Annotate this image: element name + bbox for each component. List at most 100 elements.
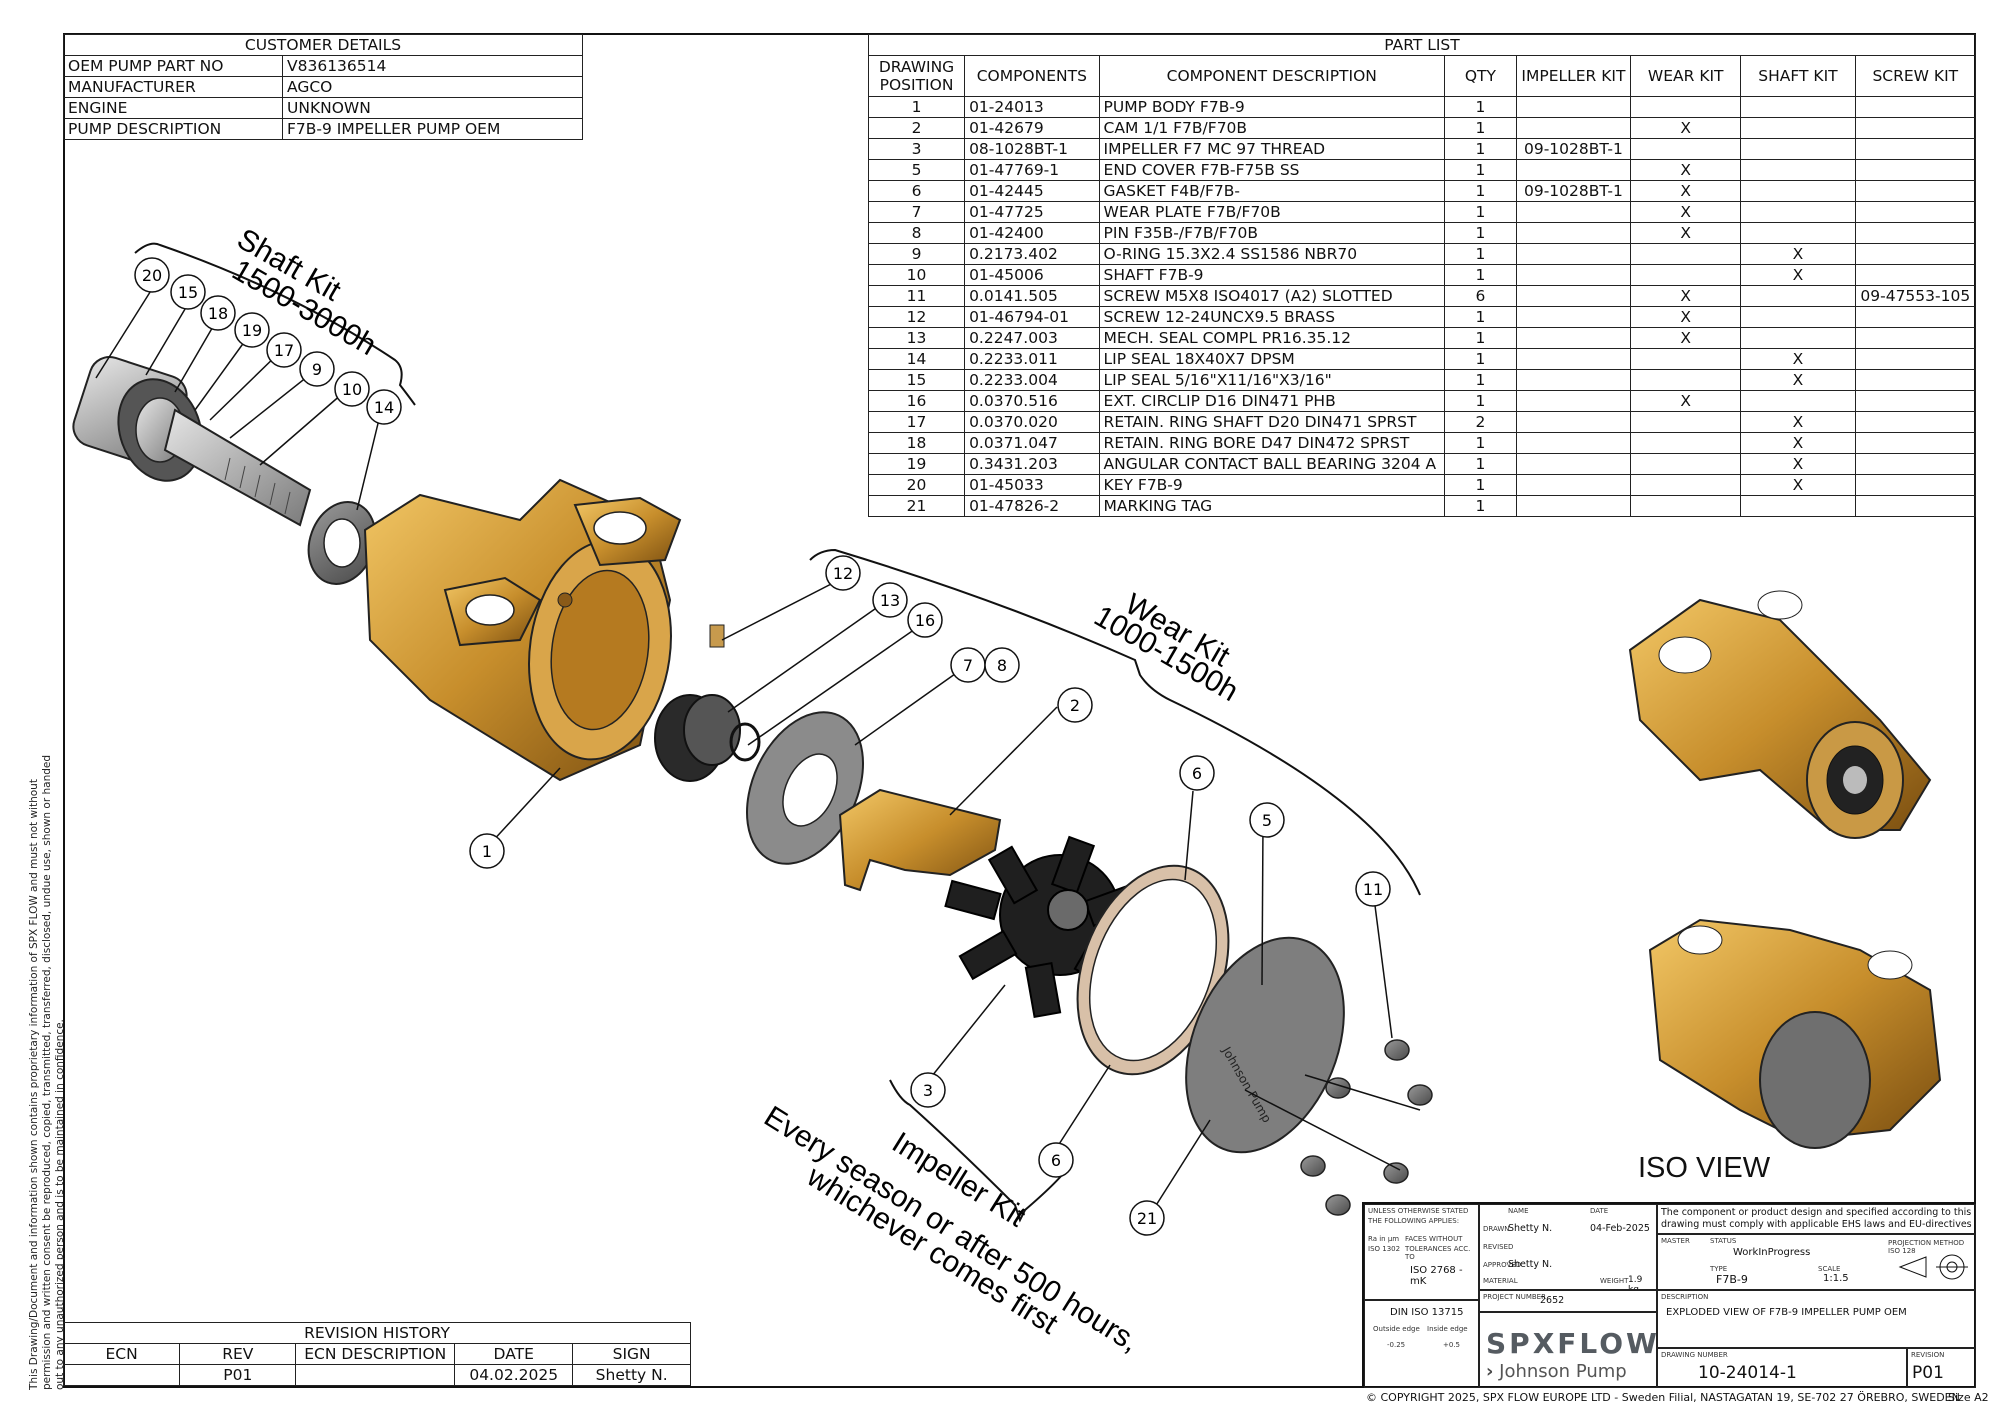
callout-bubble: 9 <box>299 351 335 387</box>
status-value: WorkInProgress <box>1733 1247 1811 1258</box>
description-block: DESCRIPTION EXPLODED VIEW OF F7B-9 IMPEL… <box>1657 1290 1976 1348</box>
table-cell: 19 <box>867 453 966 475</box>
callout-bubble: 11 <box>1355 871 1391 907</box>
iso2768-value: ISO 2768 - mK <box>1410 1265 1463 1287</box>
iso-view-label: ISO VIEW <box>1638 1152 1771 1184</box>
callout-number: 20 <box>142 266 162 285</box>
table-cell: LIP SEAL 18X40X7 DPSM <box>1098 348 1445 370</box>
table-cell: 01-24013 <box>964 96 1100 118</box>
type-value: F7B-9 <box>1716 1273 1748 1286</box>
customer-key: OEM PUMP PART NO <box>63 55 283 77</box>
outside-edge-label: Outside edge <box>1373 1325 1420 1333</box>
callout-circle <box>234 312 270 348</box>
callout-number: 2 <box>1070 696 1080 715</box>
approved-name: Shetty N. <box>1508 1259 1553 1270</box>
table-cell: 09-47553-105 <box>1854 285 1977 307</box>
revision-label: REVISION <box>1911 1351 1945 1359</box>
project-number: PROJECT NUMBER 2652 <box>1479 1290 1657 1312</box>
part-list-title: PART LIST <box>868 34 1976 56</box>
approvals: NAME DATE DRAWN Shetty N. 04-Feb-2025 RE… <box>1479 1204 1657 1290</box>
tolerance-label: TOLERANCES ACC. TO <box>1405 1245 1471 1261</box>
end-cover: Johnson Pump <box>1185 936 1345 1154</box>
callout-bubble: 18 <box>200 295 236 331</box>
callout-number: 6 <box>1192 764 1202 783</box>
mech-seal <box>654 694 761 782</box>
project-label: PROJECT NUMBER <box>1483 1293 1546 1301</box>
callout-circle <box>825 555 861 591</box>
revision-block: REVISION P01 <box>1907 1348 1976 1388</box>
callout-circle <box>299 351 335 387</box>
callout-number: 3 <box>923 1081 933 1100</box>
table-cell: 01-45033 <box>964 474 1100 496</box>
callout-bubble: 21 <box>1129 1200 1165 1236</box>
table-cell: 01-47769-1 <box>964 159 1100 181</box>
revision-header-row: ECN REV ECN DESCRIPTION DATE SIGN <box>62 1343 691 1365</box>
general-note-1: UNLESS OTHERWISE STATED <box>1368 1207 1469 1215</box>
gasket <box>1076 864 1230 1076</box>
callout-number: 21 <box>1137 1209 1157 1228</box>
customer-value: F7B-9 IMPELLER PUMP OEM <box>282 118 583 140</box>
table-cell: 01-47826-2 <box>964 495 1100 517</box>
status-block: MASTER STATUS WorkInProgress PROJECTION … <box>1657 1234 1976 1290</box>
type-label: TYPE <box>1710 1265 1728 1273</box>
column-header: SCREW KIT <box>1854 55 1977 97</box>
callout-number: 17 <box>274 341 294 360</box>
drawing-number-block: DRAWING NUMBER 10-24014-1 <box>1657 1348 1907 1388</box>
callout-circle <box>984 647 1020 683</box>
table-cell: IMPELLER F7 MC 97 THREAD <box>1098 138 1445 160</box>
title-block: UNLESS OTHERWISE STATED THE FOLLOWING AP… <box>1362 1202 1976 1388</box>
drawn-name: Shetty N. <box>1508 1223 1553 1234</box>
callout-circle <box>200 295 236 331</box>
callout-circle <box>469 833 505 869</box>
general-note-2: THE FOLLOWING APPLIES: <box>1368 1217 1460 1225</box>
callout-bubble: 12 <box>825 555 861 591</box>
column-header: ECN <box>62 1343 181 1365</box>
customer-key: PUMP DESCRIPTION <box>63 118 283 140</box>
revision-description <box>295 1364 456 1386</box>
callout-circle <box>1129 1200 1165 1236</box>
iso1302-label: ISO 1302 <box>1368 1245 1401 1253</box>
sheet-size: Size A2 <box>1948 1391 1989 1404</box>
callout-number: 8 <box>997 656 1007 675</box>
revision-date: 04.02.2025 <box>454 1364 574 1386</box>
callout-number: 18 <box>208 304 228 323</box>
confidentiality-note: This Drawing/Document and information sh… <box>28 754 66 1390</box>
callout-circle <box>1355 871 1391 907</box>
table-cell: EXT. CIRCLIP D16 DIN471 PHB <box>1098 390 1445 412</box>
brand-sub-text: Johnson Pump <box>1499 1361 1627 1382</box>
callout-circle <box>266 332 302 368</box>
callout-bubble: 3 <box>910 1072 946 1108</box>
table-cell: 09-1028BT-1 <box>1515 180 1632 202</box>
callout-number: 1 <box>482 842 492 861</box>
table-cell: KEY F7B-9 <box>1098 474 1445 496</box>
leader-lines <box>95 288 1421 1219</box>
column-header: DATE <box>454 1343 574 1365</box>
callout-bubble: 19 <box>234 312 270 348</box>
callout-number: 10 <box>342 380 362 399</box>
table-cell <box>1515 495 1632 517</box>
callout-circle <box>334 371 370 407</box>
cam <box>838 788 1002 892</box>
callout-circle <box>1057 687 1093 723</box>
callout-circle <box>910 1072 946 1108</box>
description-value: EXPLODED VIEW OF F7B-9 IMPELLER PUMP OEM <box>1666 1307 1907 1318</box>
callout-number: 15 <box>178 283 198 302</box>
table-cell: WEAR PLATE F7B/F70B <box>1098 201 1445 223</box>
shaft-assembly <box>72 356 377 585</box>
table-cell: 0.0370.020 <box>964 411 1100 433</box>
scale-value: 1:1.5 <box>1823 1273 1849 1284</box>
callout-bubble: 7 <box>950 647 986 683</box>
impeller-kit-note-2: whichever comes first <box>800 1159 1063 1341</box>
general-notes: UNLESS OTHERWISE STATED THE FOLLOWING AP… <box>1364 1204 1479 1300</box>
table-cell: 10 <box>867 264 966 286</box>
